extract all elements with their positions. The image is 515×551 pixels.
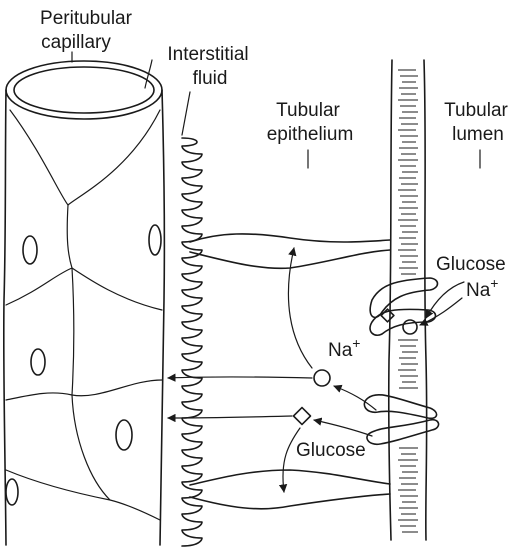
sglt-cotransporter-lower xyxy=(364,395,438,445)
cell-border xyxy=(6,268,162,310)
arrow-glucose-into-cell xyxy=(314,420,372,436)
tubular-epithelium xyxy=(190,234,390,509)
lateral-intercellular-space xyxy=(190,234,390,242)
glucose-intracellular xyxy=(294,408,311,425)
cell-border xyxy=(6,470,160,520)
sodium-ion-intracellular xyxy=(314,370,330,386)
label-tubular-lumen-1: Tubular xyxy=(444,100,508,121)
label-interstitial: Interstitial xyxy=(167,44,248,65)
peritubular-capillary xyxy=(4,61,165,545)
endothelial-nucleus xyxy=(116,420,132,450)
capillary-top-rim-inner xyxy=(14,67,154,113)
endothelial-nucleus xyxy=(31,349,45,375)
cell-border xyxy=(67,205,72,268)
arrow-glucose-to-capillary xyxy=(168,416,292,418)
label-tubular-epithelium-2: epithelium xyxy=(267,124,354,145)
sglt-cotransporter-upper xyxy=(370,278,437,335)
endothelial-nucleus xyxy=(149,225,161,255)
label-tubular-epithelium-1: Tubular xyxy=(276,100,340,121)
label-peritubular: Peritubular xyxy=(40,8,133,29)
lateral-intercellular-space xyxy=(190,470,390,485)
endothelial-nucleus xyxy=(23,236,37,264)
capillary-left-wall xyxy=(4,90,6,545)
arrow-na-entry xyxy=(420,298,462,325)
label-na-lumen: Na+ xyxy=(466,275,498,301)
arrow-na-into-cell xyxy=(334,386,376,410)
cell-border xyxy=(10,110,160,205)
cell-border xyxy=(72,395,110,500)
arrow-na-to-capillary xyxy=(168,377,312,378)
label-na-cell: Na+ xyxy=(328,335,360,361)
leader-interstitial xyxy=(182,92,190,135)
microvilli-hatching xyxy=(398,70,418,532)
endothelial-nucleus xyxy=(6,479,18,505)
apical-membrane-right xyxy=(424,60,427,540)
capillary-right-wall xyxy=(160,90,164,545)
cell-border xyxy=(72,268,74,395)
cell-border xyxy=(6,380,162,400)
label-capillary: capillary xyxy=(41,32,111,53)
capillary-top-rim xyxy=(6,61,162,119)
label-glucose-lumen: Glucose xyxy=(436,254,506,275)
sodium-ion xyxy=(403,320,417,334)
label-fluid: fluid xyxy=(193,68,228,89)
arrow-glucose-entry xyxy=(426,282,464,318)
label-tubular-lumen-2: lumen xyxy=(452,124,504,145)
apical-membrane-left xyxy=(389,60,392,540)
label-glucose-cell: Glucose xyxy=(296,440,366,461)
lateral-intercellular-space xyxy=(190,494,390,509)
